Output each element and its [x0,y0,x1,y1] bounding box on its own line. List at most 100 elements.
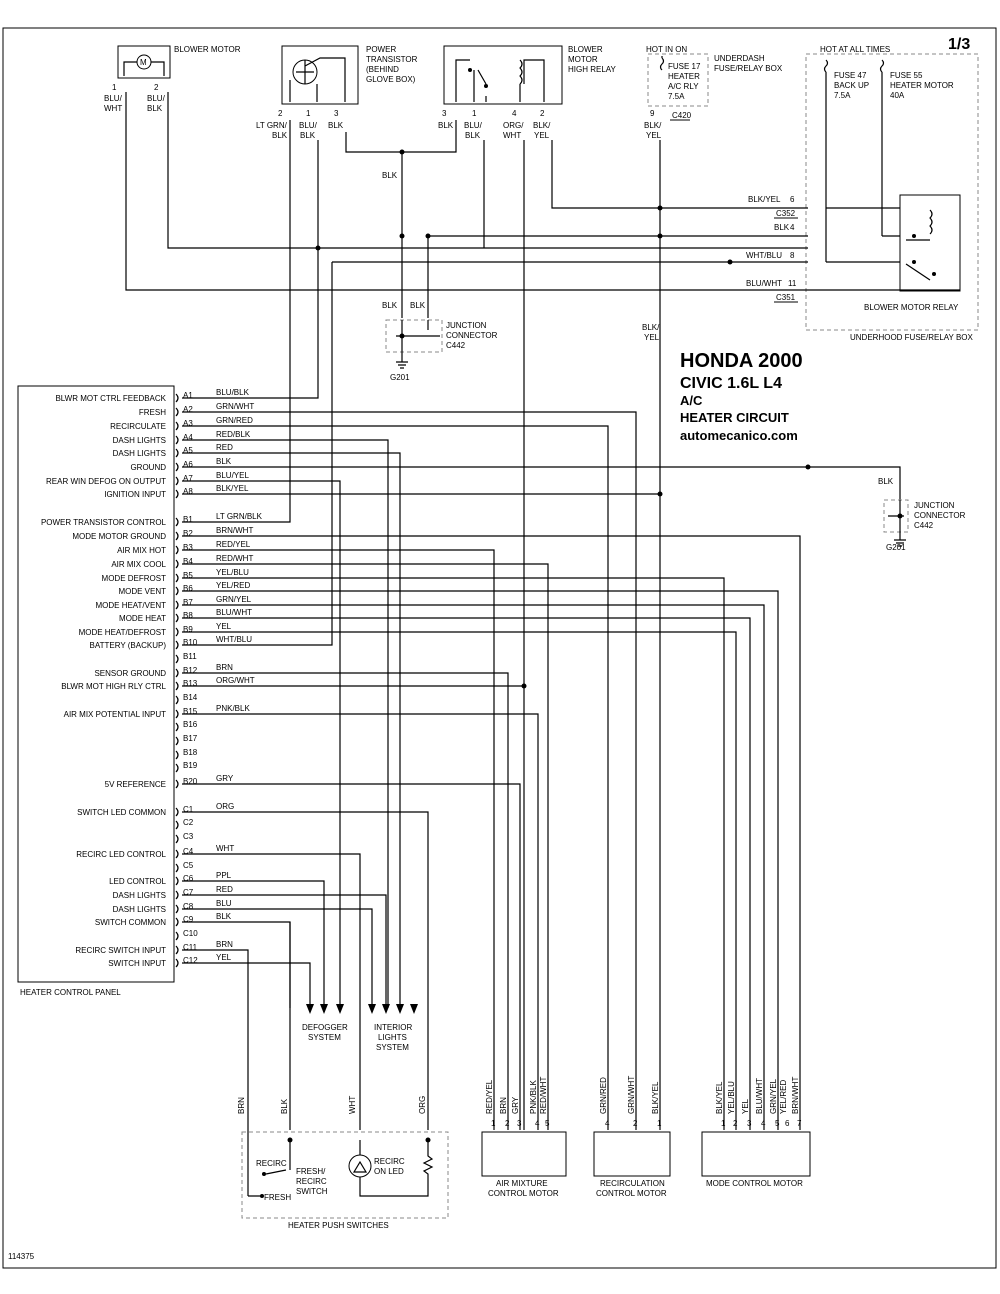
svg-text:M: M [140,58,147,67]
panel-wire-color: BLU [216,899,232,908]
motor-wire-color: GRY [511,1096,520,1114]
panel-function-label: BLWR MOT HIGH RLY CTRL [61,682,166,691]
motor-wire-color: GRN/YEL [769,1078,778,1114]
motor-pin-number: 4 [605,1119,610,1128]
svg-text:CONNECTOR: CONNECTOR [446,331,498,340]
svg-text:GLOVE BOX): GLOVE BOX) [366,75,416,84]
air-mixture-control-motor: AIR MIXTURE CONTROL MOTOR [481,1131,567,1198]
blower-motor: M BLOWER MOTOR 1 2 BLU/WHT BLU/BLK [104,45,241,113]
svg-text:1: 1 [112,83,117,92]
svg-text:FUSE 55: FUSE 55 [890,71,923,80]
panel-function-label: BATTERY (BACKUP) [90,641,167,650]
panel-function-label: POWER TRANSISTOR CONTROL [41,518,167,527]
panel-pin-connector [175,917,179,927]
panel-wiring [182,411,901,1196]
recirculation-control-motor: RECIRCULATION CONTROL MOTOR [593,1131,671,1198]
panel-pin-connector [175,834,179,844]
motor-pin-number: 5 [545,1119,550,1128]
panel-pin-connector [175,627,179,637]
svg-text:G201: G201 [390,373,410,382]
panel-function-label: DASH LIGHTS [113,905,166,914]
panel-wire-color: BLK/YEL [216,484,249,493]
panel-pin-connector [175,462,179,472]
motor-wire-color: BLK/YEL [651,1081,660,1114]
svg-text:3: 3 [334,109,339,118]
page-number: 1/3 [948,36,970,53]
svg-text:BLU/WHT: BLU/WHT [746,279,782,288]
svg-text:BLU/: BLU/ [299,121,318,130]
svg-text:WHT: WHT [348,1096,357,1114]
svg-text:ORG: ORG [418,1096,427,1114]
panel-wire-color: GRN/YEL [216,595,252,604]
svg-text:HEATER CONTROL PANEL: HEATER CONTROL PANEL [20,988,121,997]
system-arrows: DEFOGGER SYSTEM INTERIOR LIGHTS SYSTEM [302,1004,418,1052]
junction-connector-c442-top: JUNCTION CONNECTOR C442 G201 [385,319,498,382]
svg-text:TRANSISTOR: TRANSISTOR [366,55,418,64]
svg-text:MOTOR: MOTOR [568,55,598,64]
panel-function-label: IGNITION INPUT [104,490,166,499]
panel-pin-connector [175,849,179,859]
svg-text:BLK: BLK [328,121,344,130]
svg-text:HOT AT ALL TIMES: HOT AT ALL TIMES [820,45,890,54]
svg-text:HONDA 2000: HONDA 2000 [680,350,803,372]
panel-function-label: SWITCH COMMON [95,918,166,927]
motor-pin-number: 4 [761,1119,766,1128]
svg-text:JUNCTION: JUNCTION [446,321,487,330]
panel-pin-connector [175,958,179,968]
panel-pin-connector [175,517,179,527]
panel-pin-number: B2 [183,529,193,538]
svg-text:2: 2 [540,109,545,118]
svg-text:FUSE 47: FUSE 47 [834,71,867,80]
panel-pin-number: A5 [183,446,193,455]
svg-text:BLU/: BLU/ [104,94,123,103]
svg-text:WHT/BLU: WHT/BLU [746,251,782,260]
top-wiring: BLK BLK BLK BLK/YEL [125,72,960,1130]
panel-pin-connector [175,489,179,499]
svg-text:HEATER CIRCUIT: HEATER CIRCUIT [680,410,789,425]
svg-text:BLK/: BLK/ [642,323,660,332]
panel-wire-color: YEL/BLU [216,568,249,577]
svg-text:ON LED: ON LED [374,1167,404,1176]
svg-text:BLK/: BLK/ [644,121,662,130]
panel-function-label: MODE HEAT/DEFROST [79,628,167,637]
motor-wire-color: RED/YEL [485,1079,494,1114]
panel-pin-connector [175,750,179,760]
panel-pin-number: B11 [183,652,197,661]
panel-wire-color: RED [216,443,233,452]
panel-pin-connector [175,640,179,650]
panel-wire-color: BLK [216,912,232,921]
panel-pin-number: B14 [183,693,198,702]
motor-wire-color: RED/WHT [539,1077,548,1114]
panel-wire-color: BLU/BLK [216,388,250,397]
svg-text:YEL: YEL [646,131,662,140]
svg-text:MODE CONTROL MOTOR: MODE CONTROL MOTOR [706,1179,803,1188]
svg-text:BLK/: BLK/ [533,121,551,130]
svg-text:HEATER: HEATER [668,72,700,81]
panel-pin-connector [175,722,179,732]
panel-pin-number: B4 [183,557,193,566]
panel-pin-connector [175,476,179,486]
motor-wire-color: GRN/WHT [627,1076,636,1114]
panel-pin-number: C12 [183,956,198,965]
panel-wire-color: YEL [216,622,232,631]
panel-function-label: RECIRC LED CONTROL [76,850,166,859]
svg-text:BLK/YEL: BLK/YEL [748,195,781,204]
svg-text:C351: C351 [776,293,796,302]
svg-text:C442: C442 [914,521,934,530]
panel-pin-connector [175,448,179,458]
svg-text:BLU/: BLU/ [464,121,483,130]
panel-pin-connector [175,573,179,583]
svg-text:8: 8 [790,251,795,260]
panel-pin-connector [175,876,179,886]
svg-text:4: 4 [790,223,795,232]
svg-text:WHT: WHT [104,104,122,113]
svg-text:FRESH/: FRESH/ [296,1167,326,1176]
panel-function-label: MODE VENT [118,587,166,596]
panel-pin-connector [175,668,179,678]
svg-text:BLU/: BLU/ [147,94,166,103]
motor-pin-number: 2 [733,1119,738,1128]
svg-text:1: 1 [472,109,477,118]
panel-pin-number: B20 [183,777,198,786]
panel-pin-number: C6 [183,874,194,883]
